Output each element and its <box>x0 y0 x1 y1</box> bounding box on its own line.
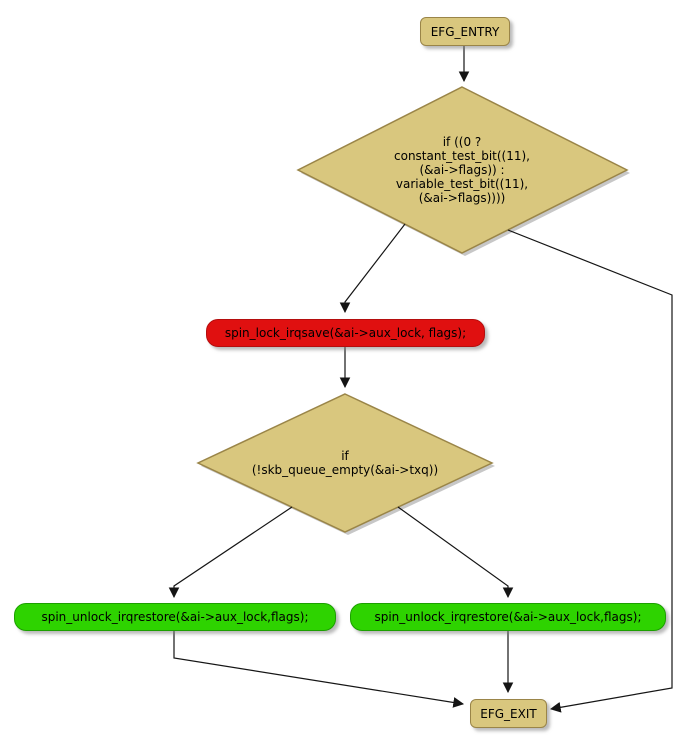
cond2-line-2: (!skb_queue_empty(&ai->txq)) <box>251 463 439 477</box>
node-spin-lock-label: spin_lock_irqsave(&ai->aux_lock, flags); <box>224 326 467 340</box>
node-spin-unlock-left: spin_unlock_irqrestore(&ai->aux_lock,fla… <box>14 603 336 631</box>
cond2-line-1: if <box>341 449 349 463</box>
node-efg-entry: EFG_ENTRY <box>420 17 510 46</box>
cond1-line-2: constant_test_bit((11), <box>394 149 530 163</box>
cond2-diamond <box>196 393 494 533</box>
cond1-line-5: (&ai->flags)))) <box>418 191 506 205</box>
cond1-label: if ((0 ? constant_test_bit((11), (&ai->f… <box>332 135 592 205</box>
node-spin-unlock-right: spin_unlock_irqrestore(&ai->aux_lock,fla… <box>350 603 666 631</box>
node-spin-lock: spin_lock_irqsave(&ai->aux_lock, flags); <box>206 319 485 347</box>
cond1-line-1: if ((0 ? <box>442 135 482 149</box>
node-spin-unlock-right-label: spin_unlock_irqrestore(&ai->aux_lock,fla… <box>374 610 642 624</box>
node-spin-unlock-left-label: spin_unlock_irqrestore(&ai->aux_lock,fla… <box>41 610 309 624</box>
cond1-line-4: variable_test_bit((11), <box>395 177 529 191</box>
edge-cond2-to-unlock-left <box>168 506 293 599</box>
edge-cond1-to-exit <box>507 229 673 713</box>
cond2-label: if (!skb_queue_empty(&ai->txq)) <box>215 449 475 477</box>
cond1-line-3: (&ai->flags)) : <box>419 163 505 177</box>
edge-cond1-to-lock <box>339 223 406 314</box>
edge-cond2-to-unlock-right <box>397 506 514 599</box>
cond1-diamond <box>296 86 629 254</box>
node-efg-exit-label: EFG_EXIT <box>480 706 537 721</box>
node-efg-exit: EFG_EXIT <box>470 699 547 728</box>
edge-unlock-left-to-exit <box>173 631 465 708</box>
node-efg-entry-label: EFG_ENTRY <box>430 24 500 39</box>
